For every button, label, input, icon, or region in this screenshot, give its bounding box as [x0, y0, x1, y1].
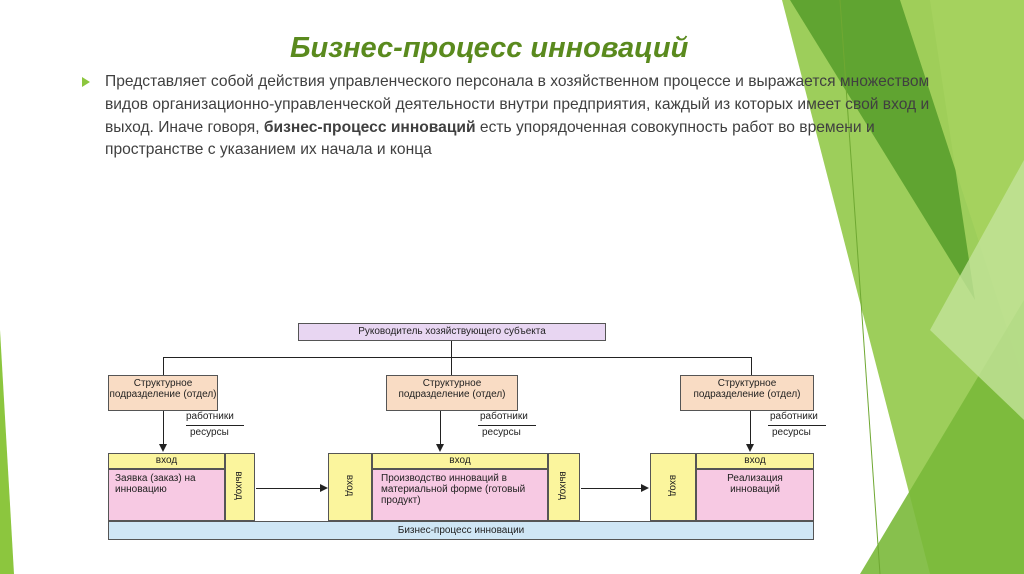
head-label: Руководитель хозяйствующего субъекта	[358, 326, 546, 337]
input-box-1: вход	[108, 453, 225, 469]
head-box: Руководитель хозяйствующего субъекта	[298, 323, 606, 341]
input-side-box-2	[328, 453, 372, 521]
arrow-down-icon	[159, 444, 167, 452]
slide-paragraph: Представляет собой действия управленческ…	[105, 71, 955, 162]
arrow-right-icon	[641, 484, 649, 492]
divider	[186, 425, 244, 426]
stage-box-1: Заявка (заказ) на инновацию	[108, 469, 225, 521]
output-box-2	[548, 453, 580, 521]
arrow-down-icon	[746, 444, 754, 452]
input-side-box-3	[650, 453, 696, 521]
unit-label-2: Структурное подразделение (отдел)	[398, 378, 506, 400]
paragraph-text-1: Представляет собой действия управленческ…	[105, 73, 930, 136]
arrow-line	[750, 411, 751, 445]
input-box-3: вход	[696, 453, 814, 469]
divider	[478, 425, 536, 426]
arrow-right-icon	[320, 484, 328, 492]
connector	[451, 341, 452, 357]
input-side-label-2: вход	[344, 474, 356, 497]
resources-label-3: ресурсы	[772, 427, 811, 438]
unit-box-1: Структурное подразделение (отдел)	[108, 375, 218, 411]
workers-label-2: работники	[480, 411, 528, 422]
input-box-2: вход	[372, 453, 548, 469]
stage-box-2: Производство инноваций в материальной фо…	[372, 469, 548, 521]
input-side-label-3: вход	[667, 474, 679, 497]
unit-box-2: Структурное подразделение (отдел)	[386, 375, 518, 411]
output-box-1	[225, 453, 255, 521]
divider	[768, 425, 826, 426]
connector	[163, 357, 164, 375]
slide-title: Бизнес-процесс инноваций	[290, 32, 689, 64]
stage-label-1: Заявка (заказ) на инновацию	[115, 473, 196, 495]
stage-label-3: Реализация инноваций	[727, 473, 783, 495]
arrow-line	[256, 488, 321, 489]
output-label-2: выход	[556, 471, 568, 500]
unit-label-1: Структурное подразделение (отдел)	[109, 378, 217, 400]
stage-box-3: Реализация инноваций	[696, 469, 814, 521]
workers-label-3: работники	[770, 411, 818, 422]
connector	[751, 357, 752, 375]
footer-label: Бизнес-процесс инновации	[397, 525, 525, 536]
paragraph-bold-term: бизнес-процесс инноваций	[263, 118, 476, 136]
output-label-1: выход	[232, 471, 244, 500]
unit-label-3: Структурное подразделение (отдел)	[693, 378, 801, 400]
arrow-line	[581, 488, 642, 489]
unit-box-3: Структурное подразделение (отдел)	[680, 375, 814, 411]
connector	[451, 357, 452, 375]
arrow-line	[440, 411, 441, 445]
resources-label-1: ресурсы	[190, 427, 229, 438]
stage-label-2: Производство инноваций в материальной фо…	[381, 473, 526, 506]
bullet-arrow-icon	[82, 77, 90, 87]
arrow-down-icon	[436, 444, 444, 452]
paragraph-text-2: есть упорядоченная совокупность работ во…	[105, 118, 875, 159]
resources-label-2: ресурсы	[482, 427, 521, 438]
connector	[163, 357, 752, 358]
workers-label-1: работники	[186, 411, 234, 422]
arrow-line	[163, 411, 164, 445]
footer-box: Бизнес-процесс инновации	[108, 521, 814, 540]
